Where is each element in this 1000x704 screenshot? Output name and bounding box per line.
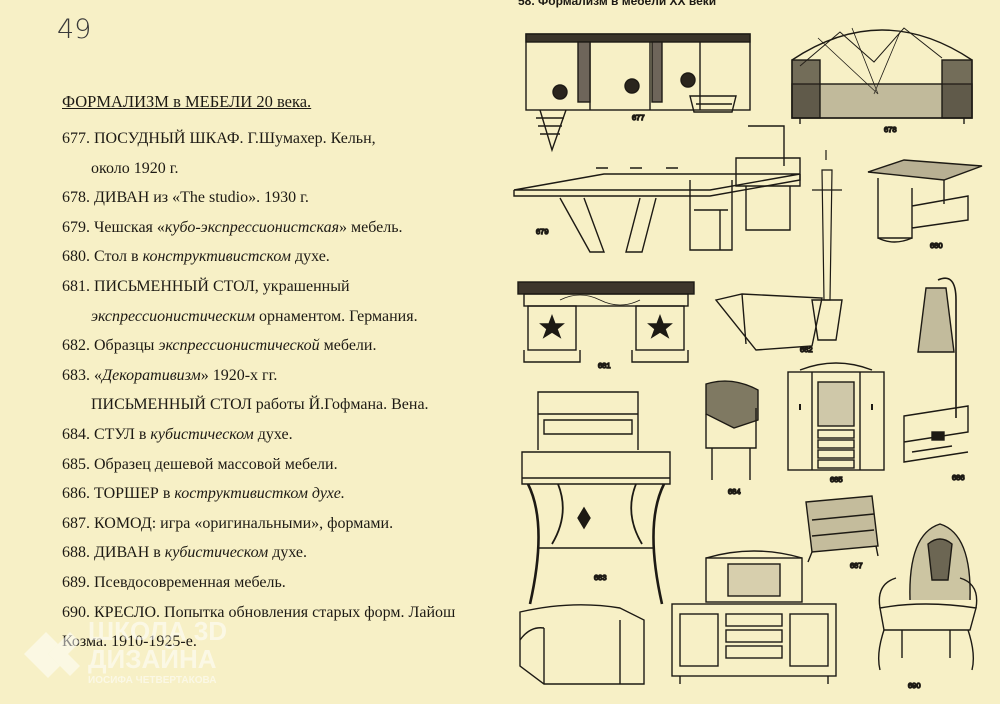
caption-text: мебели.	[319, 337, 377, 355]
figure-689-pseudomodern-sideboard	[671, 550, 837, 684]
watermark-logo-icon	[24, 632, 80, 678]
section-heading: ФОРМАЛИЗМ в МЕБЕЛИ 20 века.	[62, 92, 312, 111]
caption-italic-text: кубистическом	[164, 544, 269, 562]
caption-line: 687. КОМОД: игра «оригинальными», формам…	[62, 509, 492, 539]
figure-label-685: 685	[830, 475, 843, 484]
caption-text: около 1920 г.	[91, 159, 179, 177]
watermark-line-2: ДИЗАЙНА	[88, 644, 217, 674]
figure-680-constructivist-table	[867, 159, 983, 243]
caption-italic-text: кострукmuвистком духе.	[174, 485, 345, 503]
figure-684-cubist-chair	[705, 380, 759, 480]
caption-line: экспрессионистическим орнаментом. Герман…	[62, 302, 492, 332]
school-watermark: ШКОЛА 3D ДИЗАЙНА ИОСИФА ЧЕТВЕРТАКОВА	[24, 616, 227, 686]
caption-text: 678. ДИВАН из «The studio». 1930 г.	[62, 189, 309, 207]
caption-text: 679. Чешская «	[62, 218, 165, 236]
caption-line: 678. ДИВАН из «The studio». 1930 г.	[62, 183, 492, 213]
caption-line: 677. ПОСУДНЫЙ ШКАФ. Г.Шумахер. Кельн,	[62, 124, 492, 154]
caption-text: 690. КРЕСЛО. Попытка обновления старых ф…	[62, 603, 456, 621]
caption-text: духе.	[253, 425, 293, 443]
page-number: 49	[57, 14, 92, 45]
caption-list: 677. ПОСУДНЫЙ ШКАФ. Г.Шумахер. Кельн, око…	[62, 124, 492, 657]
figure-label-687: 687	[850, 561, 863, 570]
caption-line: 686. ТОРШЕР в кострукmuвистком духе.	[62, 479, 492, 509]
caption-text: 683. «	[62, 366, 102, 384]
caption-text: 682. Образцы	[62, 337, 159, 355]
figure-label-679: 679	[536, 227, 549, 236]
caption-list-column: ФОРМАЛИЗМ в МЕБЕЛИ 20 века. 677. ПОСУДНЫ…	[62, 92, 492, 657]
caption-line: около 1920 г.	[62, 154, 492, 184]
caption-line: 682. Образцы экспрессионистической мебел…	[62, 331, 492, 361]
caption-line: ПИСЬМЕННЫЙ СТОЛ работы Й.Гофмана. Вена.	[62, 390, 492, 420]
figure-677-sideboard	[525, 33, 751, 153]
caption-text: 685. Образец дешевой массовой мебели.	[62, 455, 338, 473]
caption-line: 679. Чешская «кубо-экспрессионистская» м…	[62, 213, 492, 243]
figure-679-table-and-chairs	[513, 125, 801, 253]
caption-line: 681. ПИСЬМЕННЫЙ СТОЛ, украшенный	[62, 272, 492, 302]
figure-label-681: 681	[598, 361, 611, 370]
caption-italic-text: конструктивистском	[142, 248, 291, 266]
figure-label-686: 686	[952, 473, 965, 482]
caption-line: 690. КРЕСЛО. Попытка обновления старых ф…	[62, 598, 492, 628]
caption-line: 684. СТУЛ в кубистическом духе.	[62, 420, 492, 450]
figure-687-commode	[805, 495, 879, 563]
plate-title: 58. Формализм в мебели XX веки	[518, 0, 717, 8]
caption-line: 680. Стол в конструктивистском духе.	[62, 242, 492, 272]
figure-681-desk	[517, 281, 695, 363]
figure-678-sofa	[791, 27, 973, 124]
figure-690-armchair	[877, 523, 978, 671]
caption-line: 685. Образец дешевой массовой мебели.	[62, 450, 492, 480]
figure-683-secretary-desk	[521, 391, 671, 605]
caption-line: 689. Псевдосовременная мебель.	[62, 568, 492, 598]
caption-text: духе.	[268, 544, 308, 562]
caption-line: Козма. 1910-1925-е.	[62, 627, 492, 657]
caption-italic-text: кубистическом	[150, 425, 254, 443]
figure-label-682: 682	[800, 345, 813, 354]
caption-line: 688. ДИВАН в кубистическом духе.	[62, 538, 492, 568]
caption-text: 688. ДИВАН в	[62, 544, 165, 562]
caption-italic-text: экспрессионистическим	[91, 307, 256, 325]
caption-text: » 1920-х гг.	[200, 366, 278, 384]
caption-text: » мебель.	[339, 218, 403, 236]
figure-label-680: 680	[930, 241, 943, 250]
figure-label-684: 684	[728, 487, 741, 496]
caption-text: духе.	[290, 248, 330, 266]
caption-text: 687. КОМОД: игра «оригинальными», формам…	[62, 514, 394, 532]
figure-label-690: 690	[908, 681, 921, 690]
caption-italic-text: Декоративизм	[102, 366, 201, 384]
caption-italic-text: экспрессионистической	[158, 337, 320, 355]
figure-688-cubist-sofa	[519, 604, 645, 685]
figure-label-677: 677	[632, 113, 645, 122]
caption-text: 677. ПОСУДНЫЙ ШКАФ. Г.Шумахер. Кельн,	[62, 130, 376, 147]
caption-text: 689. Псевдосовременная мебель.	[62, 573, 286, 591]
figure-label-683: 683	[594, 573, 607, 582]
caption-text: 681. ПИСЬМЕННЫЙ СТОЛ, украшенный	[62, 277, 350, 295]
figure-label-678: 678	[884, 125, 897, 134]
figure-685-wardrobe	[787, 362, 885, 471]
watermark-line-3: ИОСИФА ЧЕТВЕРТАКОВА	[88, 675, 216, 686]
figure-686-floor-lamp	[903, 277, 969, 463]
caption-italic-text: кубо-экспрессионистская	[164, 218, 340, 236]
caption-text: 680. Стол в	[62, 248, 143, 266]
figure-682-expressionist-furniture	[714, 150, 843, 351]
caption-text: 684. СТУЛ в	[62, 425, 151, 443]
watermark-line-1: ШКОЛА 3D	[88, 616, 227, 646]
caption-text: орнаментом. Германия.	[255, 307, 418, 325]
caption-text: 686. ТОРШЕР в	[62, 485, 175, 503]
caption-line: 683. «Декоративизм» 1920-х гг.	[62, 361, 492, 391]
caption-text: Козма. 1910-1925-е.	[62, 633, 197, 651]
caption-text: ПИСЬМЕННЫЙ СТОЛ работы Й.Гофмана. Вена.	[91, 396, 429, 414]
